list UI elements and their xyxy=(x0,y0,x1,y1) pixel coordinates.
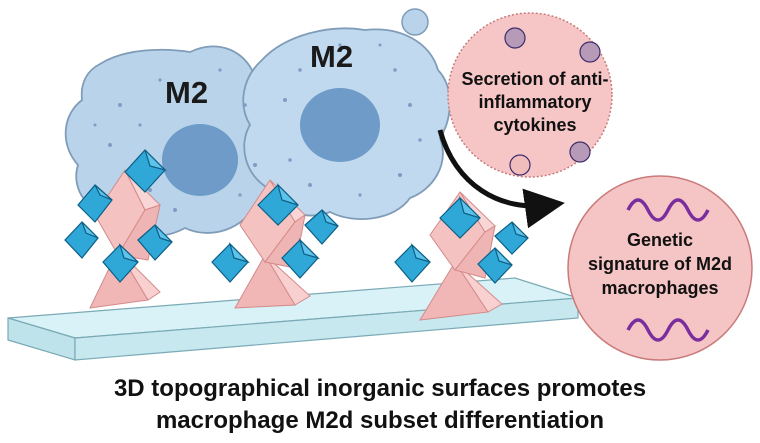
pyramid-structure-left xyxy=(64,149,173,309)
caption-line-2: macrophage M2d subset differentiation xyxy=(156,407,604,434)
floating-cytokine xyxy=(401,8,429,36)
cell-label-right: M2 xyxy=(310,39,353,74)
secretion-line-1: Secretion of anti- xyxy=(461,69,608,89)
secretion-line-3: cytokines xyxy=(493,115,576,135)
genetic-line-2: signature of M2d xyxy=(588,254,732,274)
caption-line-1: 3D topographical inorganic surfaces prom… xyxy=(114,375,646,402)
secretion-line-2: inflammatory xyxy=(478,92,591,112)
gene-wave-top xyxy=(626,198,710,222)
cell-label-left: M2 xyxy=(165,75,208,110)
secretion-bubble: Secretion of anti- inflammatory cytokine… xyxy=(447,12,613,178)
m2-cell-right xyxy=(242,27,451,220)
pyramid-structure-right xyxy=(394,191,529,321)
genetic-bubble: Genetic signature of M2d macrophages xyxy=(567,175,753,361)
cell-vesicles xyxy=(93,43,422,212)
gene-wave-bottom xyxy=(626,318,710,342)
pyramid-structure-middle xyxy=(211,179,339,309)
genetic-line-3: macrophages xyxy=(601,278,718,298)
genetic-line-1: Genetic xyxy=(627,230,693,250)
transition-arrow xyxy=(437,129,565,229)
